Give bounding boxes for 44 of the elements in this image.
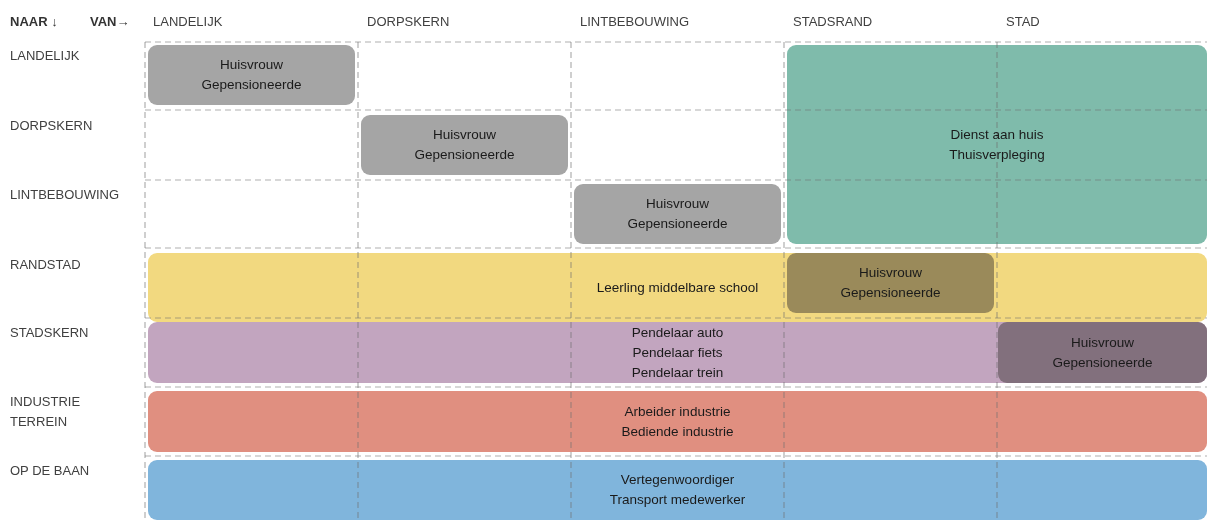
row-heading: OP DE BAAN xyxy=(10,462,90,480)
role-label: Huisvrouw xyxy=(433,126,496,144)
category-box xyxy=(787,45,1207,244)
column-heading: LINTBEBOUWING xyxy=(580,13,690,31)
category-box xyxy=(148,45,355,105)
role-label: Arbeider industrie xyxy=(624,402,731,421)
row-heading: LINTBEBOUWING xyxy=(10,186,120,204)
category-box xyxy=(148,322,1207,383)
role-label: Gepensioneerde xyxy=(627,215,728,233)
role-label: Gepensioneerde xyxy=(201,76,302,94)
category-box xyxy=(998,322,1207,383)
axis-heading: VAN→ xyxy=(90,13,130,31)
role-label: Gepensioneerde xyxy=(1052,353,1153,372)
column-heading: DORPSKERN xyxy=(367,13,450,31)
row-heading: INDUSTRIE TERREIN xyxy=(10,393,82,431)
column-heading: LANDELIJK xyxy=(153,13,223,31)
role-label: Vertegenwoordiger xyxy=(620,471,735,489)
role-label: Pendelaar auto xyxy=(631,323,724,342)
role-label: Huisvrouw xyxy=(646,195,709,213)
role-label: Dienst aan huis xyxy=(950,125,1044,144)
role-label: Transport medewerker xyxy=(609,491,746,509)
role-label: Pendelaar fiets xyxy=(632,343,723,362)
role-label: Gepensioneerde xyxy=(414,146,515,164)
role-label: Huisvrouw xyxy=(859,264,922,282)
role-label: Pendelaar trein xyxy=(631,363,724,382)
role-label: Leerling middelbare school xyxy=(596,278,759,297)
category-box xyxy=(148,460,1207,520)
row-heading: STADSKERN xyxy=(10,324,89,342)
axis-heading: NAAR ↓ xyxy=(10,13,58,31)
category-box xyxy=(148,391,1207,452)
column-heading: STAD xyxy=(1006,13,1040,31)
role-label: Gepensioneerde xyxy=(840,284,941,302)
role-label: Bediende industrie xyxy=(621,422,734,441)
role-label: Thuisverpleging xyxy=(949,145,1045,164)
category-box xyxy=(574,184,781,244)
column-heading: STADSRAND xyxy=(793,13,873,31)
row-heading: LANDELIJK xyxy=(10,47,80,65)
row-heading: DORPSKERN xyxy=(10,117,93,135)
category-box xyxy=(148,253,1207,322)
category-box xyxy=(787,253,994,313)
role-label: Huisvrouw xyxy=(220,56,283,74)
role-label: Huisvrouw xyxy=(1071,333,1134,352)
category-box xyxy=(361,115,568,175)
row-heading: RANDSTAD xyxy=(10,256,81,274)
